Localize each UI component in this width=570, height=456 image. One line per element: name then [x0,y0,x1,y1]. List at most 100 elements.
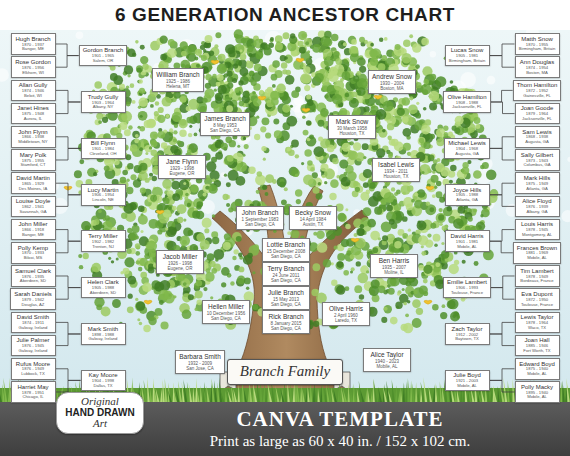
leaf-dot [444,132,448,136]
leaf-dot [149,177,152,180]
leaf-dot [232,78,237,83]
leaf-dot [291,90,299,98]
leaf-dot [480,214,483,217]
leaf-dot [188,294,194,300]
leaf-dot [208,184,217,193]
leaf-dot [234,88,239,93]
leaf-dot [102,117,108,123]
leaf-dot [455,116,464,125]
leaf-dot [429,134,435,140]
leaf-dot [179,129,186,136]
leaf-dot [234,159,237,162]
leaf-dot [351,46,358,53]
leaf-dot [212,74,217,79]
leaf-dot [210,261,216,267]
leaf-dot [119,122,127,130]
leaf-dot [190,184,198,192]
leaf-dot [391,187,395,191]
leaf-dot [370,231,380,241]
leaf-dot [273,118,279,124]
leaf-dot [353,142,361,150]
leaf-dot [155,101,160,106]
leaf-dot [282,69,287,74]
leaf-dot [302,115,306,119]
leaf-dot [143,325,151,333]
leaf-dot [244,144,249,149]
leaf-dot [228,170,239,181]
leaf-dot [318,120,325,127]
leaf-dot [197,201,203,207]
leaf-dot [412,43,422,53]
leaf-dot [205,74,211,80]
leaf-dot [298,41,304,47]
leaf-dot [123,268,130,275]
leaf-dot [303,130,309,136]
leaf-dot [145,152,148,155]
leaf-dot [150,150,157,157]
leaf-dot [303,174,314,185]
leaf-dot [124,129,131,136]
leaf-dot [351,39,357,45]
leaf-dot [429,102,437,110]
leaf-dot [345,93,350,98]
leaf-dot [221,267,230,276]
leaf-dot [260,126,266,132]
leaf-dot [322,174,326,178]
leaf-dot [345,224,350,229]
leaf-dot [215,97,222,104]
leaf-dot [286,116,297,127]
leaf-dot [284,187,288,191]
leaf-dot [172,206,177,211]
leaf-dot [224,174,227,177]
leaf-dot [376,148,385,157]
leaf-dot [337,213,346,222]
leaf-dot [172,193,180,201]
leaf-dot [160,35,168,43]
leaf-dot [179,179,190,190]
leaf-dot [239,266,245,272]
leaf-dot [145,145,152,152]
leaf-dot [138,267,143,272]
leaf-dot [282,95,291,104]
leaf-dot [221,282,226,287]
leaf-dot [436,128,445,137]
leaf-dot [162,179,172,189]
leaf-dot [284,56,288,60]
leaf-dot [139,88,145,94]
sky-ground [0,30,570,402]
leaf-dot [326,56,330,60]
leaf-dot [416,102,419,105]
leaf-dot [480,165,485,170]
leaf-dot [146,119,155,128]
leaf-dot [206,161,216,171]
leaf-dot [262,185,267,190]
leaf-dot [338,40,347,49]
leaf-dot [160,321,168,329]
leaf-dot [139,79,143,83]
leaf-dot [166,114,170,118]
leaf-dot [326,230,336,240]
leaf-dot [239,67,248,76]
leaf-dot [225,44,235,54]
leaf-dot [205,272,215,282]
leaf-dot [193,198,203,208]
leaf-dot [334,246,338,250]
leaf-dot [204,89,214,99]
leaf-dot [223,242,231,250]
leaf-dot [265,44,271,50]
leaf-dot [273,230,277,234]
leaf-dot [432,194,436,198]
leaf-dot [215,152,223,160]
leaf-dot [310,167,315,172]
leaf-dot [475,124,480,129]
leaf-dot [241,136,246,141]
leaf-dot [351,91,357,97]
leaf-dot [137,68,142,73]
leaf-dot [137,126,140,129]
leaf-dot [140,187,146,193]
leaf-dot [285,75,295,85]
leaf-dot [223,194,229,200]
leaf-dot [184,197,188,201]
leaf-dot [150,195,157,202]
